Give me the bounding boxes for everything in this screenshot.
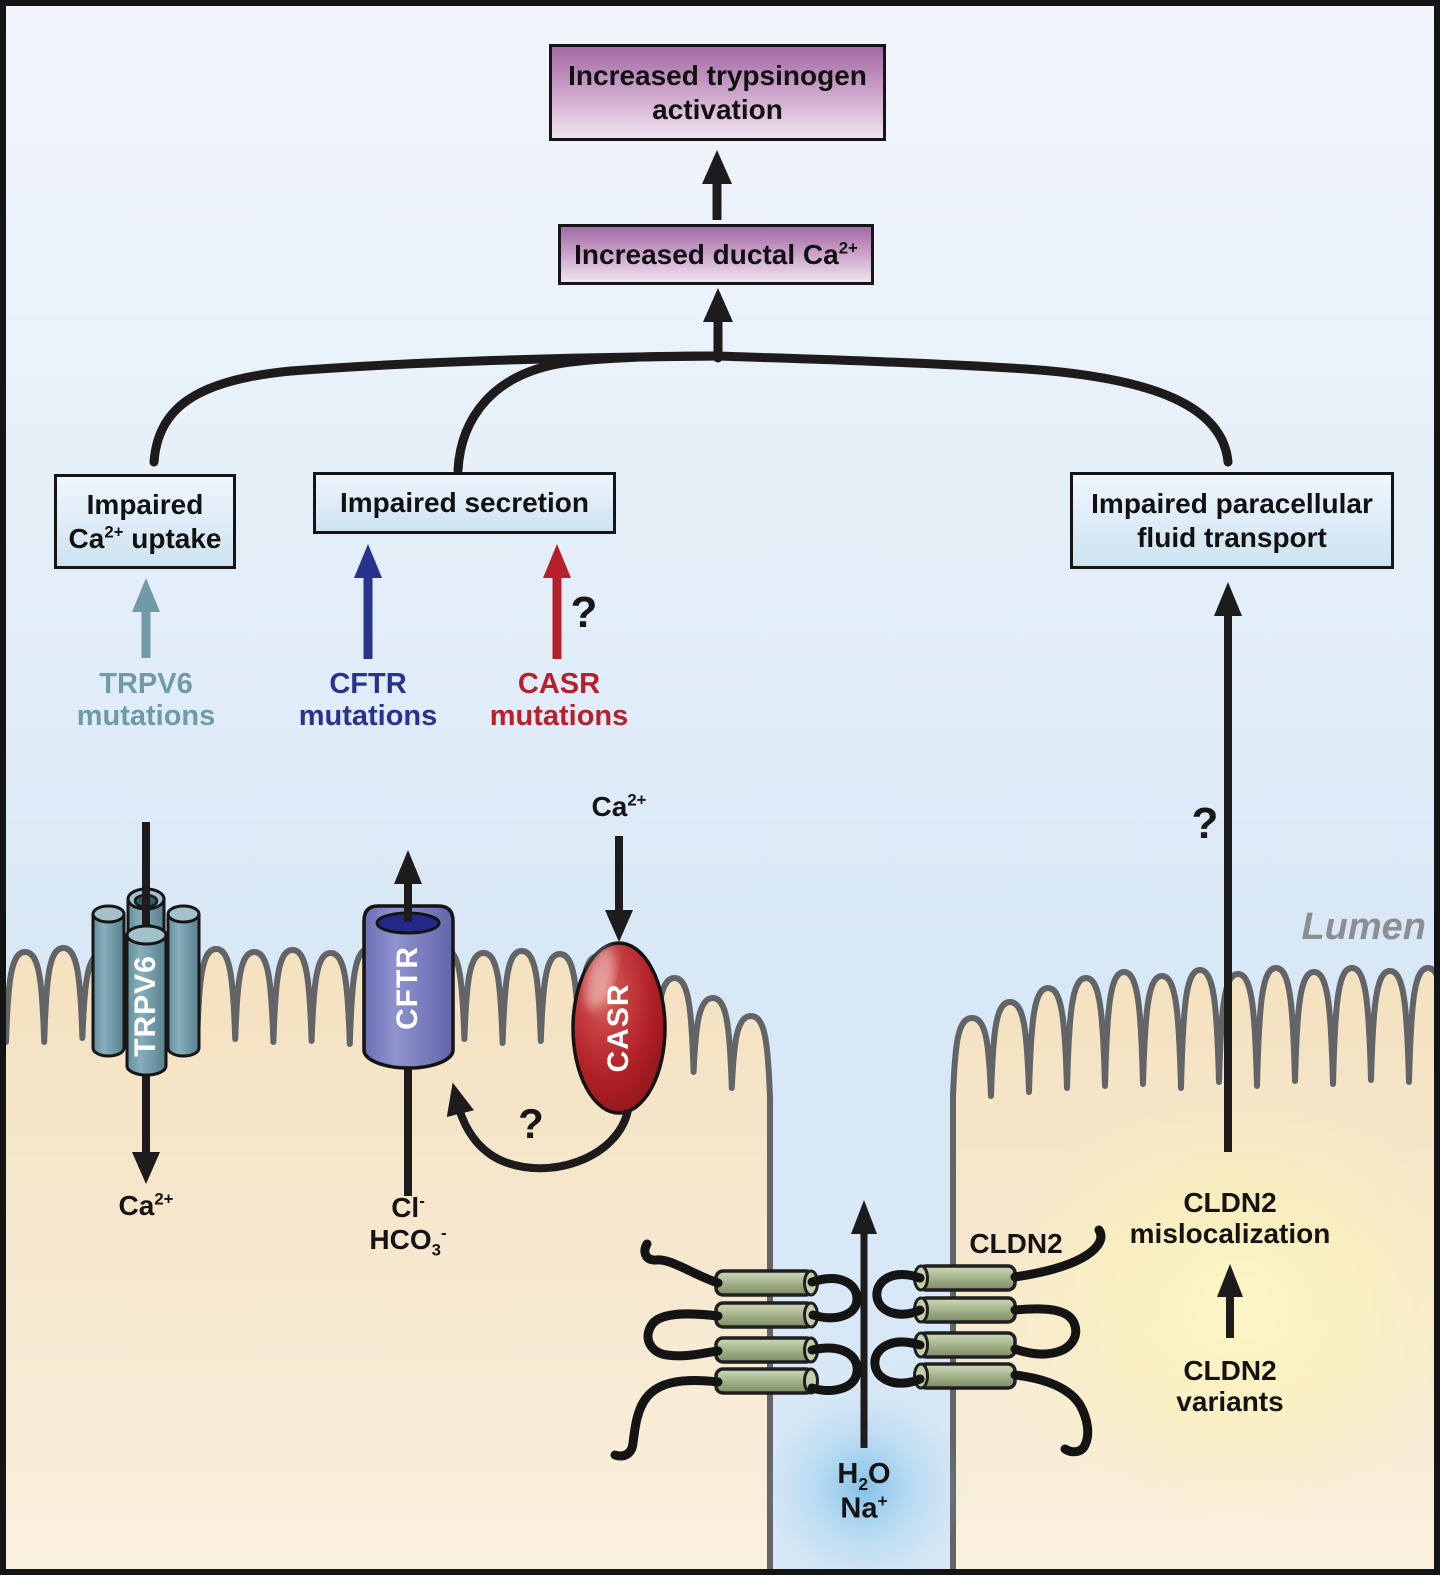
ductal-ca-box: Increased ductal Ca2+ xyxy=(558,224,874,285)
ca-label-trpv6: Ca2+ xyxy=(118,1189,174,1221)
cftr-mutation-arrow xyxy=(354,544,382,659)
secretion-arrow-upper xyxy=(394,850,422,922)
trpv6-protein-label: TRPV6 xyxy=(129,955,162,1057)
paracellular-flow-glow xyxy=(764,1388,964,1569)
casr-mutations-label: CASR mutations xyxy=(489,668,629,732)
secretion-box-label: Impaired secretion xyxy=(340,487,589,519)
impaired-paracellular-box: Impaired paracellular fluid transport xyxy=(1070,472,1394,569)
impaired-secretion-box: Impaired secretion xyxy=(313,472,616,534)
uptake-box-line1: Impaired xyxy=(86,489,204,521)
cldn2-extracellular-loops xyxy=(610,1225,1106,1461)
casr-protein-label: CASR xyxy=(602,983,635,1073)
hco3-label: HCO3- xyxy=(369,1223,447,1260)
lumen-label: Lumen xyxy=(1301,906,1426,948)
cldn2-yellow-glow xyxy=(988,1091,1434,1521)
casr-receptor xyxy=(571,941,667,1115)
cldn2-left-strands xyxy=(714,1269,819,1395)
curve-from-secretion xyxy=(453,351,723,475)
trpv6-mutations-label: TRPV6 mutations xyxy=(76,668,216,732)
trypsinogen-activation-box: Increased trypsinogen activation xyxy=(549,44,886,141)
trpv6-front-subunit xyxy=(125,924,168,1077)
cftr-protein-label: CFTR xyxy=(391,946,424,1030)
left-duct-cell xyxy=(6,948,770,1569)
right-cell-membrane xyxy=(950,965,1434,1569)
cftr-mutations-label: CFTR mutations xyxy=(298,668,438,732)
h2o-label: H2O xyxy=(837,1458,891,1494)
question-paracellular: ? xyxy=(1191,799,1219,848)
question-casr-secretion: ? xyxy=(570,588,598,637)
cldn2-tight-junction xyxy=(610,1225,1106,1461)
question-casr-cftr: ? xyxy=(518,1100,544,1147)
cldn2-mislocalization-label: CLDN2 mislocalization xyxy=(1129,1187,1331,1249)
uptake-box-line2: Ca2+ uptake xyxy=(68,522,222,554)
paracellular-box-line1: Impaired paracellular xyxy=(1091,488,1373,520)
ca-sensing-arrow xyxy=(605,836,633,942)
paracellular-arrow xyxy=(1214,582,1242,1152)
trpv6-mutation-arrow xyxy=(132,578,160,658)
ca-influx-arrowhead xyxy=(132,1152,160,1184)
ca-label-casr: Ca2+ xyxy=(591,790,647,822)
cldn2-junction-label: CLDN2 xyxy=(969,1228,1063,1259)
arrow-ductal-to-trypsinogen xyxy=(702,150,732,220)
ductal-ca-box-label: Increased ductal Ca2+ xyxy=(574,238,858,270)
paracellular-box-line2: fluid transport xyxy=(1137,521,1327,553)
casr-mutation-arrow xyxy=(543,544,571,659)
curve-from-paracellular xyxy=(713,351,1233,467)
trypsinogen-box-line1: Increased trypsinogen xyxy=(568,60,867,92)
impaired-ca-uptake-box: Impaired Ca2+ uptake xyxy=(54,474,236,569)
converging-arrows xyxy=(149,288,1233,475)
paracellular-transport-arrow xyxy=(851,1200,877,1448)
variants-to-mislocalization-arrow xyxy=(1217,1264,1243,1338)
cl-label: Cl- xyxy=(391,1191,425,1223)
cldn2-variants-label: CLDN2 variants xyxy=(1176,1355,1284,1417)
trypsinogen-box-line2: activation xyxy=(652,93,783,125)
casr-to-cftr-arrow xyxy=(446,1082,632,1173)
casr-gloss xyxy=(585,945,615,1011)
cftr-channel xyxy=(362,904,455,1070)
na-label: Na+ xyxy=(840,1491,888,1525)
